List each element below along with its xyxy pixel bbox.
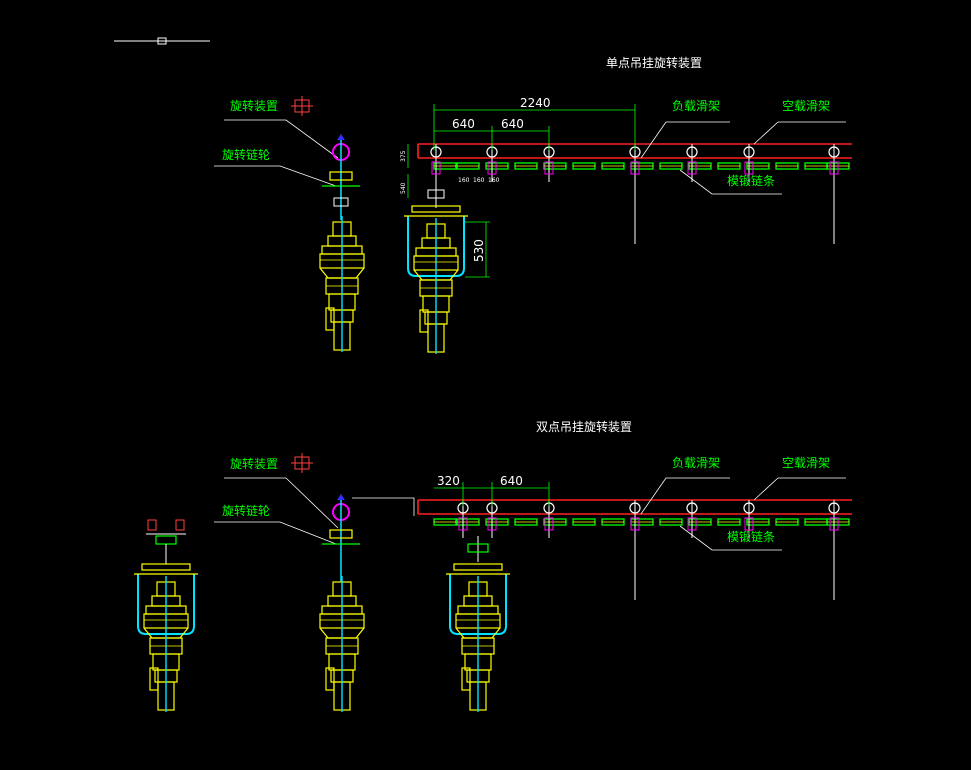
single-dim-small-3: 160 bbox=[488, 177, 500, 184]
double-label-sprocket: 旋转链轮 bbox=[222, 503, 270, 518]
double-dim-pitch: 640 bbox=[500, 474, 523, 488]
double-sprocket-hanger bbox=[319, 494, 415, 713]
double-rotate-device-symbol bbox=[291, 453, 313, 473]
single-right-leaders bbox=[640, 121, 846, 195]
single-label-rotate-device: 旋转装置 bbox=[230, 98, 278, 113]
double-label-chain: 模锻链条 bbox=[727, 529, 775, 544]
rotate-device-symbol bbox=[291, 96, 313, 116]
double-dim-spacing: 320 bbox=[437, 474, 460, 488]
single-loaded-hanger bbox=[403, 176, 469, 355]
double-label-loaded-trolley: 负载滑架 bbox=[672, 456, 720, 470]
single-dim-total: 2240 bbox=[520, 96, 551, 110]
single-trolleys bbox=[430, 143, 840, 244]
single-sprocket-hanger bbox=[319, 134, 365, 353]
double-left-hanger bbox=[133, 519, 199, 713]
single-leaders bbox=[214, 119, 339, 187]
single-label-loaded-trolley: 负载滑架 bbox=[672, 99, 720, 113]
single-dim-pitch-a: 640 bbox=[452, 117, 475, 131]
double-label-empty-trolley: 空载滑架 bbox=[782, 456, 830, 470]
single-dimensions bbox=[407, 104, 636, 278]
single-dim-vert-b: 540 bbox=[400, 182, 407, 194]
double-title: 双点吊挂旋转装置 bbox=[536, 419, 632, 434]
single-title: 单点吊挂旋转装置 bbox=[606, 55, 702, 70]
double-trolleys bbox=[457, 499, 840, 600]
single-label-empty-trolley: 空载滑架 bbox=[782, 99, 830, 113]
scale-mark bbox=[114, 37, 210, 45]
single-label-sprocket: 旋转链轮 bbox=[222, 147, 270, 162]
single-dim-height: 530 bbox=[472, 239, 486, 262]
single-label-chain: 模锻链条 bbox=[727, 173, 775, 188]
single-dim-vert-a: 375 bbox=[400, 150, 407, 162]
double-dimensions bbox=[434, 482, 550, 506]
single-dim-pitch-b: 640 bbox=[501, 117, 524, 131]
double-right-leaders bbox=[640, 477, 846, 551]
single-dim-small-1: 160 bbox=[458, 177, 470, 184]
single-dim-small-2: 160 bbox=[473, 177, 485, 184]
double-label-rotate-device: 旋转装置 bbox=[230, 456, 278, 471]
double-leaders bbox=[214, 477, 339, 545]
double-loaded-hanger bbox=[445, 536, 511, 713]
